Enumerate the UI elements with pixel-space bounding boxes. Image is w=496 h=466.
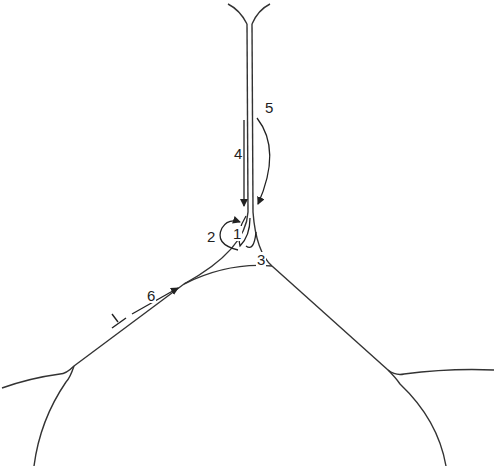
- callout-number: 5: [264, 100, 274, 115]
- arrow: [246, 232, 256, 247]
- dislocation-symbol: [112, 314, 126, 328]
- grain-boundaries: [2, 4, 494, 466]
- boundary-line: [388, 370, 446, 466]
- callout-number: 3: [256, 252, 266, 267]
- callout-number: 1: [232, 226, 242, 241]
- boundary-line: [272, 266, 388, 370]
- boundary-line: [247, 24, 248, 212]
- dislocation-symbol: [112, 318, 126, 328]
- boundary-line: [184, 265, 272, 284]
- boundary-line: [74, 284, 184, 366]
- boundary-line: [34, 366, 74, 466]
- dislocation-symbol: [112, 314, 118, 322]
- boundary-line: [388, 370, 494, 375]
- arrow: [132, 288, 178, 314]
- boundary-line: [252, 4, 270, 24]
- boundary-line: [228, 4, 247, 24]
- arrow: [243, 120, 244, 206]
- boundary-line: [253, 212, 272, 266]
- arrow: [257, 118, 270, 204]
- callout-number: 2: [206, 229, 216, 244]
- boundary-line: [184, 212, 248, 284]
- boundary-line: [252, 24, 253, 212]
- callout-number: 6: [146, 288, 156, 303]
- callout-number: 4: [233, 146, 243, 161]
- motion-arrows: [132, 118, 270, 314]
- boundary-line: [2, 366, 74, 388]
